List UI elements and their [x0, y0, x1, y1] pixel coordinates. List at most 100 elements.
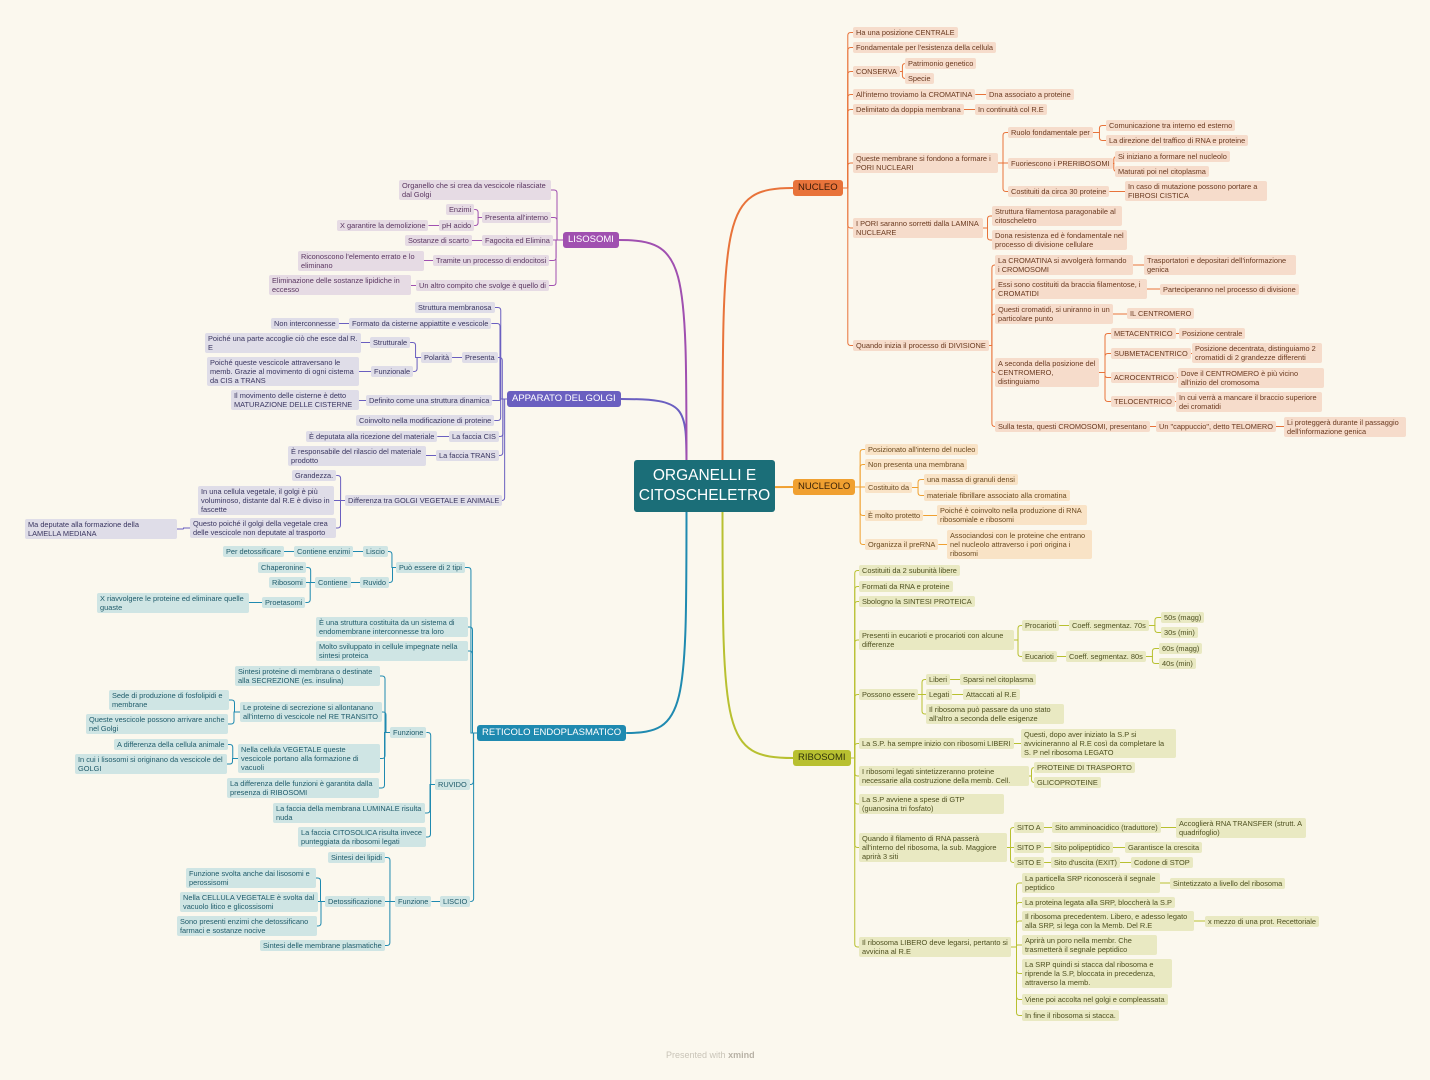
topic-node[interactable]: materiale fibrillare associato alla crom… — [924, 490, 1070, 501]
topic-node[interactable]: Detossificazione — [325, 896, 385, 907]
topic-node[interactable]: Ruvido — [360, 577, 390, 588]
branch-ribosomi[interactable]: RIBOSOMI — [793, 750, 851, 766]
topic-node[interactable]: Le proteine di secrezione si allontanano… — [240, 702, 382, 722]
topic-node[interactable]: Chaperonine — [258, 562, 307, 573]
topic-node[interactable]: Delimitato da doppia membrana — [853, 104, 964, 115]
topic-node[interactable]: La faccia TRANS — [436, 450, 499, 461]
topic-node[interactable]: Maturati poi nel citoplasma — [1115, 166, 1209, 177]
topic-node[interactable]: Queste membrane si fondono a formare i P… — [853, 153, 998, 173]
topic-node[interactable]: 60s (magg) — [1159, 643, 1203, 654]
topic-node[interactable]: Nella cellula VEGETALE queste vescicole … — [238, 744, 380, 773]
topic-node[interactable]: Sbologno la SINTESI PROTEICA — [859, 596, 975, 607]
topic-node[interactable]: Definito come una struttura dinamica — [366, 395, 493, 406]
topic-node[interactable]: La S.P avviene a spese di GTP (guanosina… — [859, 794, 1004, 814]
topic-node[interactable]: Coeff. segmentaz. 80s — [1066, 651, 1146, 662]
topic-node[interactable]: Poiché è coinvolto nella produzione di R… — [937, 505, 1087, 525]
topic-node[interactable]: Sintesi dei lipidi — [328, 852, 385, 863]
topic-node[interactable]: LISCIO — [440, 896, 471, 907]
topic-node[interactable]: Si iniziano a formare nel nucleolo — [1115, 151, 1230, 162]
topic-node[interactable]: GLICOPROTEINE — [1034, 777, 1101, 788]
topic-node[interactable]: Contiene — [315, 577, 351, 588]
topic-node[interactable]: Legati — [926, 689, 953, 700]
topic-node[interactable]: Essi sono costituiti da braccia filament… — [995, 279, 1147, 299]
topic-node[interactable]: Organizza il preRNA — [865, 539, 939, 550]
topic-node[interactable]: La differenza delle funzioni è garantita… — [227, 778, 379, 798]
topic-node[interactable]: una massa di granuli densi — [924, 474, 1018, 485]
topic-node[interactable]: 30s (min) — [1161, 627, 1198, 638]
topic-node[interactable]: Struttura filamentosa paragonabile al ci… — [992, 206, 1122, 226]
topic-node[interactable]: 50s (magg) — [1161, 612, 1205, 623]
topic-node[interactable]: Sito d'uscita (EXIT) — [1051, 857, 1121, 868]
topic-node[interactable]: Sostanze di scarto — [405, 235, 472, 246]
topic-node[interactable]: Questi cromatidi, si uniranno in un part… — [995, 304, 1113, 324]
topic-node[interactable]: Ruolo fondamentale per — [1008, 127, 1093, 138]
topic-node[interactable]: Sito amminoacidico (traduttore) — [1052, 822, 1161, 833]
topic-node[interactable]: Strutturale — [370, 337, 411, 348]
topic-node[interactable]: Attaccati al R.E — [963, 689, 1020, 700]
topic-node[interactable]: La direzione del traffico di RNA e prote… — [1106, 135, 1249, 146]
topic-node[interactable]: All'interno troviamo la CROMATINA — [853, 89, 976, 100]
central-topic[interactable]: ORGANELLI E CITOSCHELETRO — [634, 460, 775, 512]
branch-nucleo[interactable]: NUCLEO — [793, 180, 843, 196]
topic-node[interactable]: Aprirà un poro nella membr. Che trasmett… — [1022, 935, 1157, 955]
topic-node[interactable]: Procarioti — [1022, 620, 1060, 631]
topic-node[interactable]: METACENTRICO — [1111, 328, 1176, 339]
topic-node[interactable]: Specie — [905, 73, 934, 84]
topic-node[interactable]: Accoglierà RNA TRANSFER (strutt. A quadr… — [1176, 818, 1306, 838]
topic-node[interactable]: La CROMATINA si avvolgerà formando i CRO… — [995, 255, 1133, 275]
topic-node[interactable]: Costituiti da 2 subunità libere — [859, 565, 960, 576]
topic-node[interactable]: Il movimento delle cisterne è detto MATU… — [231, 390, 359, 410]
topic-node[interactable]: Costituito da — [865, 482, 913, 493]
topic-node[interactable]: Eliminazione delle sostanze lipidiche in… — [269, 275, 411, 295]
topic-node[interactable]: Ribosomi — [269, 577, 306, 588]
topic-node[interactable]: Differenza tra GOLGI VEGETALE E ANIMALE — [345, 495, 503, 506]
topic-node[interactable]: Questo poiché il golgi della vegetale cr… — [190, 518, 336, 538]
topic-node[interactable]: Ma deputate alla formazione della LAMELL… — [25, 519, 177, 539]
topic-node[interactable]: La faccia CITOSOLICA risulta invece punt… — [298, 827, 426, 847]
topic-node[interactable]: Sito polipeptidico — [1051, 842, 1113, 853]
topic-node[interactable]: La proteina legata alla SRP, bloccherà l… — [1022, 897, 1175, 908]
topic-node[interactable]: pH acido — [439, 220, 475, 231]
topic-node[interactable]: Quando inizia il processo di DIVISIONE — [853, 340, 989, 351]
topic-node[interactable]: È responsabile del rilascio del material… — [288, 446, 426, 466]
topic-node[interactable]: Funzione — [390, 727, 427, 738]
topic-node[interactable]: Molto sviluppato in cellule impegnate ne… — [316, 641, 468, 661]
topic-node[interactable]: Sparsi nel citoplasma — [960, 674, 1037, 685]
topic-node[interactable]: Polarità — [421, 352, 453, 363]
topic-node[interactable]: Il ribosoma può passare da uno stato all… — [926, 704, 1064, 724]
topic-node[interactable]: Dna associato a proteine — [986, 89, 1074, 100]
topic-node[interactable]: La faccia della membrana LUMINALE risult… — [273, 803, 425, 823]
topic-node[interactable]: In caso di mutazione possono portare a F… — [1125, 181, 1267, 201]
topic-node[interactable]: A differenza della cellula animale — [114, 739, 228, 750]
topic-node[interactable]: Trasportatori e depositari dell'informaz… — [1144, 255, 1296, 275]
topic-node[interactable]: Posizione centrale — [1179, 328, 1246, 339]
topic-node[interactable]: In continuità col R.E — [975, 104, 1047, 115]
branch-nucleolo[interactable]: NUCLEOLO — [793, 479, 856, 495]
topic-node[interactable]: Funzione svolta anche dai lisosomi e per… — [186, 868, 316, 888]
topic-node[interactable]: Queste vescicole possono arrivare anche … — [86, 714, 228, 734]
topic-node[interactable]: ACROCENTRICO — [1111, 372, 1177, 383]
topic-node[interactable]: Quando il filamento di RNA passerà all'i… — [859, 833, 1007, 862]
topic-node[interactable]: Eucarioti — [1022, 651, 1057, 662]
topic-node[interactable]: Non interconnesse — [271, 318, 339, 329]
topic-node[interactable]: È una struttura costituita da un sistema… — [316, 617, 468, 637]
topic-node[interactable]: Un altro compito che svolge è quello di — [416, 280, 549, 291]
topic-node[interactable]: Sintesi delle membrane plasmatiche — [260, 940, 385, 951]
topic-node[interactable]: In cui i lisosomi si originano da vescic… — [75, 754, 227, 774]
topic-node[interactable]: Comunicazione tra interno ed esterno — [1106, 120, 1236, 131]
topic-node[interactable]: Tramite un processo di endocitosi — [433, 255, 550, 266]
topic-node[interactable]: I ribosomi legati sintetizzeranno protei… — [859, 766, 1029, 786]
topic-node[interactable]: Dove il CENTROMERO è più vicino all'iniz… — [1178, 368, 1324, 388]
topic-node[interactable]: Per detossificare — [223, 546, 285, 557]
topic-node[interactable]: Parteciperanno nel processo di divisione — [1160, 284, 1299, 295]
topic-node[interactable]: Questi, dopo aver iniziato la S.P si avv… — [1021, 729, 1176, 758]
topic-node[interactable]: Sintesi proteine di membrana o destinate… — [235, 666, 380, 686]
topic-node[interactable]: Formati da RNA e proteine — [859, 581, 953, 592]
topic-node[interactable]: Posizionato all'interno del nucleo — [865, 444, 979, 455]
topic-node[interactable]: Funzione — [395, 896, 432, 907]
topic-node[interactable]: Formato da cisterne appiattite e vescico… — [349, 318, 492, 329]
topic-node[interactable]: x mezzo di una prot. Recettoriale — [1205, 916, 1320, 927]
topic-node[interactable]: Sintetizzato a livello del ribosoma — [1170, 878, 1286, 889]
topic-node[interactable]: Possono essere — [859, 689, 918, 700]
topic-node[interactable]: Proetasomi — [262, 597, 306, 608]
